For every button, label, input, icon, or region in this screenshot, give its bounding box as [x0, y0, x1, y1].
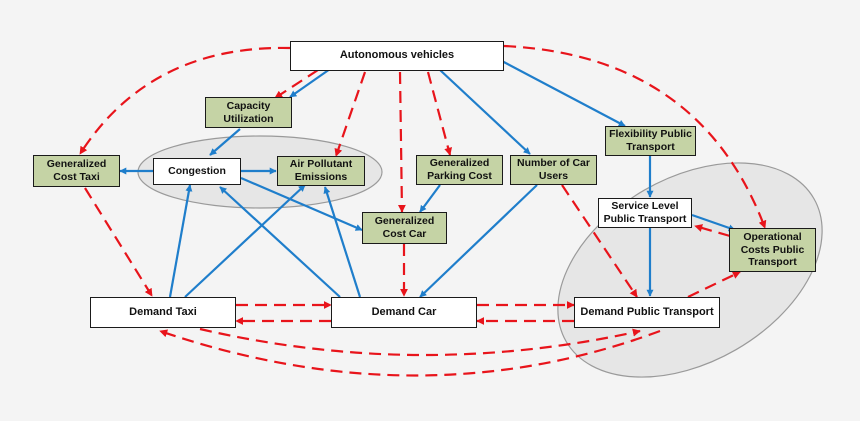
arrow-carusers-to-demandcar	[419, 184, 538, 298]
node-number-of-car-users: Number of Car Users	[510, 155, 597, 185]
arrow-av-to-flexibility	[499, 59, 626, 127]
node-operational-costs-public-transport: Operational Costs Public Transport	[729, 228, 816, 272]
arrow-av-to-carusers	[439, 69, 531, 155]
arrow-servicelevel-to-opcosts	[691, 213, 736, 232]
arrow-taxi-to-congestion	[168, 184, 193, 298]
arrow-carusers-to-demandpt	[561, 184, 638, 298]
arrow-parking-to-costcar	[419, 184, 441, 213]
arrow-av-to-air-red	[334, 71, 367, 157]
node-generalized-cost-car: Generalized Cost Car	[362, 212, 447, 244]
arrow-capacity-to-congestion	[209, 128, 241, 156]
arrow-car-to-congestion	[219, 186, 341, 298]
arrow-congestion-to-costcar	[240, 176, 363, 232]
node-generalized-parking-cost: Generalized Parking Cost	[416, 155, 503, 185]
arrow-pt-to-taxi	[159, 329, 661, 377]
node-congestion: Congestion	[153, 158, 241, 185]
node-generalized-cost-taxi: Generalized Cost Taxi	[33, 155, 120, 187]
node-service-level-public-transport: Service Level Public Transport	[598, 198, 692, 228]
arrow-av-to-costcar-red	[397, 71, 406, 213]
arrow-costtaxi-to-demandtaxi	[84, 187, 153, 297]
arrow-av-to-capacity-red	[274, 69, 319, 99]
node-flexibility-public-transport: Flexibility Public Transport	[605, 126, 696, 156]
arrow-av-to-capacity	[289, 68, 331, 98]
node-demand-taxi: Demand Taxi	[90, 297, 236, 328]
arrow-av-to-opcosts-red	[503, 44, 767, 229]
node-capacity-utilization: Capacity Utilization	[205, 97, 292, 128]
arrow-car-to-air	[323, 186, 362, 298]
arrow-opcosts-to-servicelevel	[694, 224, 731, 238]
arrow-taxi-to-pt	[199, 327, 641, 357]
arrow-av-to-costtaxi	[79, 46, 291, 155]
node-demand-car: Demand Car	[331, 297, 477, 328]
arrow-demandpt-to-opcosts	[687, 271, 741, 298]
node-demand-public-transport: Demand Public Transport	[574, 297, 720, 328]
node-autonomous-vehicles: Autonomous vehicles	[290, 41, 504, 71]
node-air-pollutant-emissions: Air Pollutant Emissions	[277, 156, 365, 186]
arrow-taxi-to-air	[184, 184, 306, 298]
arrow-av-to-parking-red	[426, 71, 453, 156]
